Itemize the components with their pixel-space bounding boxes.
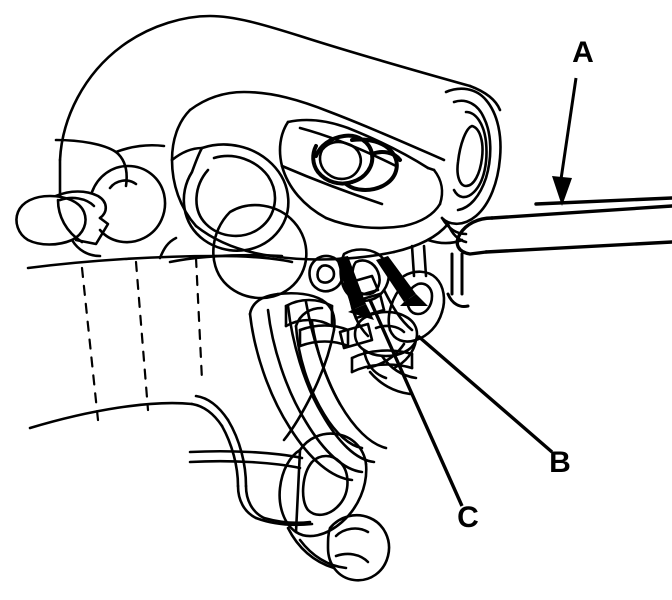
round-port-large: [170, 143, 290, 252]
control-rod-upper-edge: [534, 196, 672, 206]
housing-boss-small: [90, 164, 167, 244]
callout-b-leader: [416, 334, 554, 454]
internal-arrow-1: [336, 256, 374, 320]
pan-rim-lower-left: [28, 394, 314, 527]
hidden-lines-dashed: [80, 256, 204, 422]
cable-coil-inner: [294, 306, 364, 450]
engine-housing-upper: [58, 14, 502, 198]
connector-bar: [188, 449, 304, 470]
cable-end-block: [278, 432, 370, 570]
oval-flange-right: [426, 87, 502, 245]
callout-c-leader: [368, 299, 464, 507]
vertical-link-rod: [446, 252, 470, 308]
bracket-lower-foot: [350, 349, 414, 396]
lower-pan-edge: [26, 236, 294, 270]
callout-label-a: A: [572, 36, 594, 69]
callout-a-arrowhead: [552, 176, 572, 206]
callout-label-c: C: [457, 501, 479, 534]
bolt-boss-inner: [318, 140, 362, 181]
cable-end-cap: [326, 514, 391, 582]
cable-housing-coils: [248, 291, 388, 482]
internal-arrow-2: [376, 256, 428, 306]
callout-a-leader: [552, 77, 578, 206]
pivot-eye-left: [308, 254, 345, 293]
callout-label-b: B: [549, 446, 571, 479]
control-rod-shaft: [455, 204, 672, 256]
round-port-lower: [212, 203, 308, 300]
bolt-boss: [311, 133, 402, 192]
